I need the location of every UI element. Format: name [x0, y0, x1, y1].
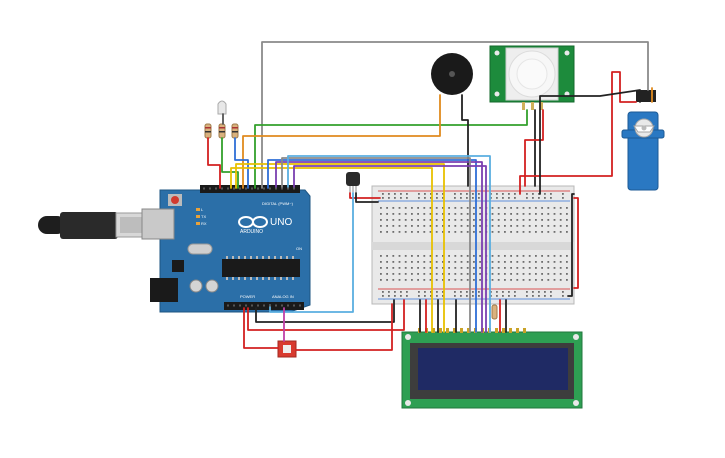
- resistor-1[interactable]: [204, 123, 212, 139]
- wire-yellow-2[interactable]: [235, 163, 445, 333]
- resistor-3[interactable]: [231, 123, 239, 139]
- slide-switch[interactable]: [277, 340, 297, 358]
- wire-orange-buzzer[interactable]: [242, 94, 441, 189]
- board-logo-text: ARDUINO: [240, 229, 263, 235]
- on-label: ON: [296, 246, 302, 251]
- wire-blue-led[interactable]: [234, 137, 249, 189]
- analog-label: ANALOG IN: [272, 294, 294, 299]
- wire-gray-1[interactable]: [281, 157, 471, 333]
- resistor-2[interactable]: [218, 123, 226, 139]
- lcd-16x2-display[interactable]: [401, 328, 583, 409]
- wire-red-switch-2[interactable]: [295, 303, 393, 351]
- wire-black-temp[interactable]: [355, 192, 379, 203]
- wire-lightblue-temp[interactable]: [269, 192, 354, 313]
- temperature-sensor[interactable]: [346, 172, 360, 193]
- wire-green-pir[interactable]: [254, 109, 528, 189]
- wire-gray-top[interactable]: [261, 41, 649, 189]
- wire-red-temp[interactable]: [349, 192, 381, 199]
- wire-black-gnd[interactable]: [255, 299, 395, 323]
- wire-yellow-1[interactable]: [230, 167, 433, 333]
- wire-green-led[interactable]: [221, 137, 239, 189]
- pir-pins[interactable]: [522, 102, 543, 110]
- wire-red-servo[interactable]: [519, 71, 637, 195]
- wire-purple-1[interactable]: [275, 161, 483, 333]
- wire-blue-1[interactable]: [267, 159, 477, 333]
- pir-motion-sensor[interactable]: [489, 45, 575, 110]
- rx-label: RX: [201, 221, 207, 226]
- power-label: POWER: [240, 294, 255, 299]
- wire-purple-2[interactable]: [293, 165, 487, 333]
- wire-black-rail-right[interactable]: [567, 193, 575, 297]
- rgb-led[interactable]: [217, 100, 227, 115]
- piezo-buzzer[interactable]: [431, 53, 473, 95]
- atmega-chip: [222, 259, 300, 277]
- tx-label: TX: [201, 214, 206, 219]
- lcd-resistor[interactable]: [491, 304, 498, 320]
- wire-black-servo[interactable]: [539, 89, 641, 195]
- arduino-uno-board[interactable]: UNO ARDUINO DIGITAL (PWM~) POWER ANALOG …: [141, 185, 311, 313]
- board-model: UNO: [270, 217, 292, 228]
- wire-black-buzzer[interactable]: [461, 94, 469, 187]
- digital-label: DIGITAL (PWM~): [262, 201, 294, 206]
- breadboard[interactable]: [371, 185, 575, 305]
- wire-red-led[interactable]: [207, 137, 221, 189]
- l-label: L: [201, 207, 204, 212]
- servo-motor[interactable]: [621, 90, 665, 191]
- wire-red-switch[interactable]: [243, 307, 279, 349]
- digital-header[interactable]: [200, 185, 300, 193]
- lcd-screen: [418, 348, 568, 390]
- wire-red-5v[interactable]: [247, 299, 405, 331]
- usb-cable[interactable]: [38, 212, 157, 239]
- wire-red-rail-right[interactable]: [573, 197, 579, 289]
- wire-lightblue-1[interactable]: [287, 155, 491, 333]
- wire-red-pir[interactable]: [524, 109, 544, 187]
- arduino-logo: [238, 216, 268, 228]
